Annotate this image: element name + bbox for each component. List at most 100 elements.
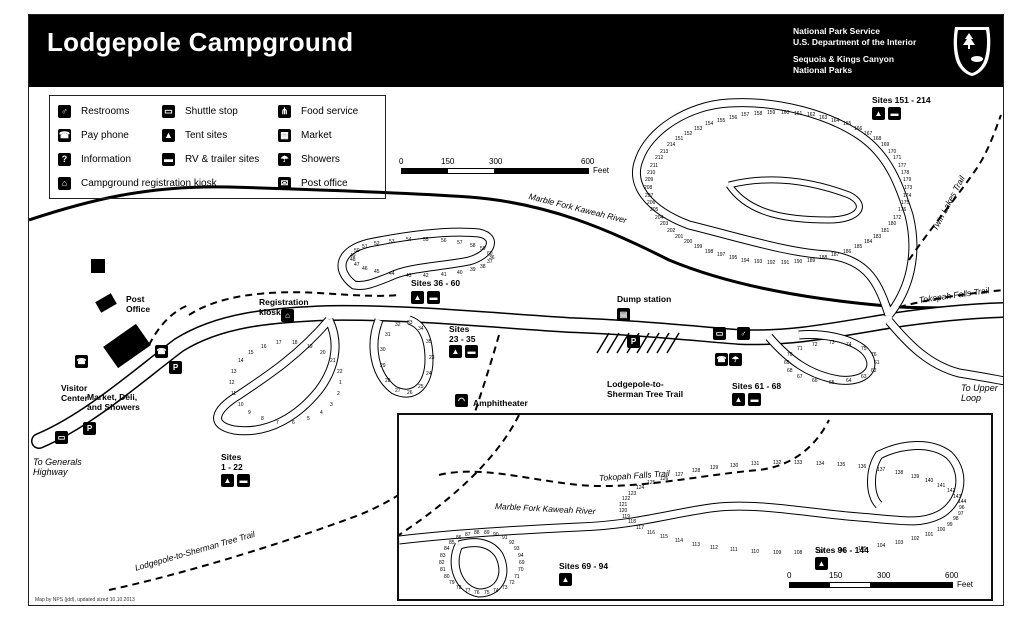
campsite-number: 36 — [489, 255, 495, 261]
campsite-number: 10 — [238, 402, 244, 408]
campsite-number: 86 — [456, 535, 462, 541]
campsite-number: 96 — [959, 505, 965, 511]
campsite-number: 118 — [628, 519, 636, 525]
campsite-number: 78 — [456, 585, 462, 591]
campsite-number: 114 — [675, 538, 683, 544]
info-icon: ? — [58, 152, 71, 166]
campsite-number: 177 — [898, 163, 907, 169]
campsite-number: 80 — [444, 574, 450, 580]
campsite-number: 165 — [843, 121, 852, 127]
campsite-number: 64 — [846, 378, 852, 384]
campsite-number: 198 — [705, 249, 714, 255]
campsite-number: 21 — [330, 358, 336, 364]
campsite-number: 79 — [449, 580, 455, 586]
campsite-number: 56 — [441, 238, 447, 244]
campsite-number: 8 — [261, 416, 264, 422]
trail-tokopah — [898, 289, 1003, 308]
campsite-number: 59 — [480, 246, 486, 252]
campsite-number: 144 — [958, 499, 967, 505]
agency-block: National Park Service U.S. Department of… — [793, 26, 916, 76]
legend-item-shuttle: ▭ Shuttle stop — [162, 104, 238, 118]
dump-station-label: Dump station — [617, 294, 672, 304]
dump-station-parking — [596, 332, 680, 354]
campsite-number: 154 — [705, 121, 714, 127]
campsite-number: 68 — [787, 368, 793, 374]
campsite-number: 14 — [238, 358, 244, 364]
campsite-number: 3 — [330, 402, 333, 408]
registration-label-b: kiosk — [259, 307, 281, 317]
shower-icon: ☂ — [729, 353, 742, 366]
legend-label: Campground registration kiosk — [81, 177, 217, 189]
campsite-number: 173 — [904, 185, 913, 191]
legend-item-post-office: ✉ Post office — [278, 176, 348, 190]
rv-icon: ▬ — [465, 345, 478, 358]
campsite-number: 172 — [893, 215, 902, 221]
trail-sherman-label-b: Sherman Tree Trail — [607, 389, 684, 399]
campsite-number: 202 — [667, 228, 676, 234]
campsite-number: 92 — [509, 540, 515, 546]
restroom-icon: ♂ — [58, 104, 71, 118]
campsite-number: 189 — [807, 258, 816, 264]
inset-drawing — [399, 415, 965, 598]
campsite-number: 9 — [248, 410, 251, 416]
park-line1: Sequoia & Kings Canyon — [793, 54, 895, 64]
campsite-number: 155 — [717, 118, 726, 124]
scale-tick: 150 — [441, 157, 455, 166]
tent-icon: ▲ — [559, 573, 572, 586]
campsite-number: 57 — [457, 240, 463, 246]
campsite-number: 76 — [474, 590, 480, 596]
title-bar: Lodgepole Campground National Park Servi… — [29, 15, 1003, 87]
campsite-number: 174 — [903, 193, 912, 199]
campsite-number: 111 — [730, 547, 738, 553]
campsite-number: 213 — [660, 149, 669, 155]
visitor-center-label-a: Visitor — [61, 383, 88, 393]
campsite-number: 108 — [794, 550, 803, 556]
sites-23-35-label-a: Sites — [449, 324, 470, 334]
campsite-number: 164 — [831, 118, 840, 124]
campsite-number: 166 — [854, 126, 863, 132]
campsite-number: 41 — [441, 272, 447, 278]
legend-item-pay-phone: ☎ Pay phone — [58, 128, 129, 142]
scale-unit: Feet — [593, 166, 610, 175]
campsite-number: 82 — [439, 560, 445, 566]
campsite-number: 183 — [873, 234, 882, 240]
campsite-number: 33 — [407, 320, 413, 326]
scale-tick: 0 — [787, 571, 792, 580]
campsite-number: 187 — [831, 252, 840, 258]
campsite-number: 22 — [337, 369, 343, 375]
campsite-number: 94 — [518, 553, 524, 559]
campsite-number: 87 — [465, 532, 471, 538]
campsite-number: 49 — [350, 253, 356, 259]
market-icon: ▦ — [278, 128, 291, 142]
scale-tick: 300 — [877, 571, 891, 580]
campsite-number: 206 — [647, 200, 656, 206]
campsite-number: 125 — [647, 480, 656, 486]
scale-tick: 300 — [489, 157, 503, 166]
campsite-number: 93 — [514, 546, 520, 552]
campsite-number: 214 — [667, 142, 676, 148]
campsite-number: 12 — [229, 380, 235, 386]
trail-upper-west — [148, 304, 190, 346]
parking-icon: P — [169, 361, 182, 374]
legend-item-tent: ▲ Tent sites — [162, 128, 227, 142]
shower-icon: ☂ — [278, 152, 291, 166]
campsite-number: 38 — [480, 264, 486, 270]
campsite-number: 160 — [781, 110, 790, 116]
legend-label: Market — [301, 129, 332, 141]
campsite-number: 20 — [320, 350, 326, 356]
campsite-number: 63 — [861, 374, 867, 380]
sites-151-214-label: Sites 151 - 214 — [872, 95, 931, 105]
campsite-number: 77 — [465, 588, 471, 594]
park-line2: National Parks — [793, 65, 853, 75]
campsite-number: 50 — [354, 248, 360, 254]
campsite-number: 74 — [493, 588, 499, 594]
dump-icon: ▤ — [617, 308, 630, 321]
sites-23-35-label-b: 23 - 35 — [449, 334, 476, 344]
campsite-number: 153 — [694, 126, 703, 132]
nps-arrowhead-logo-icon — [953, 27, 991, 76]
sites-69-94-label: Sites 69 - 94 — [559, 561, 609, 571]
campsite-number: 81 — [440, 567, 446, 573]
scale-bar-inset: 0 150 300 600 Feet — [787, 571, 989, 595]
campsite-number: 199 — [694, 244, 703, 250]
campsite-number: 52 — [374, 241, 380, 247]
